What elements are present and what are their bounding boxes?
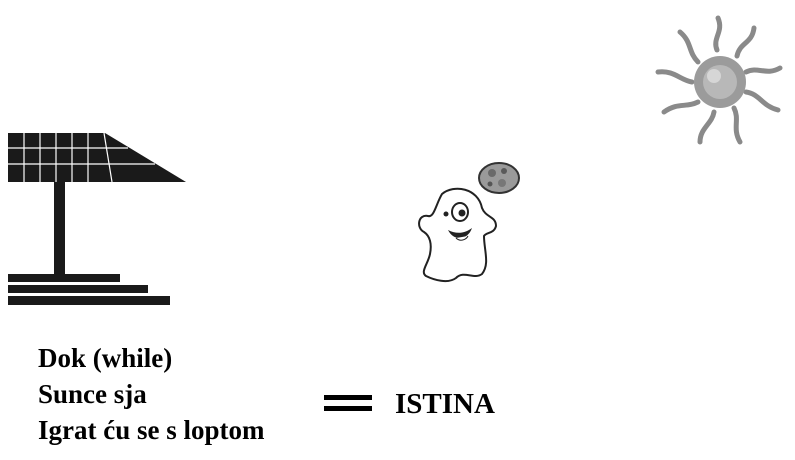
condition-line: Sunce sja [38, 379, 147, 409]
condition-text: Dok (while) Sunce sja Igrat ću se s lopt… [38, 340, 264, 448]
pavilion-icon [8, 132, 186, 305]
while-label: Dok (while) [38, 343, 173, 373]
equals-sign [324, 393, 372, 415]
ghost-icon [418, 187, 498, 283]
sun-icon [655, 15, 783, 145]
result-value: ISTINA [395, 388, 495, 420]
action-line: Igrat ću se s loptom [38, 415, 265, 445]
ball-icon [478, 162, 520, 194]
